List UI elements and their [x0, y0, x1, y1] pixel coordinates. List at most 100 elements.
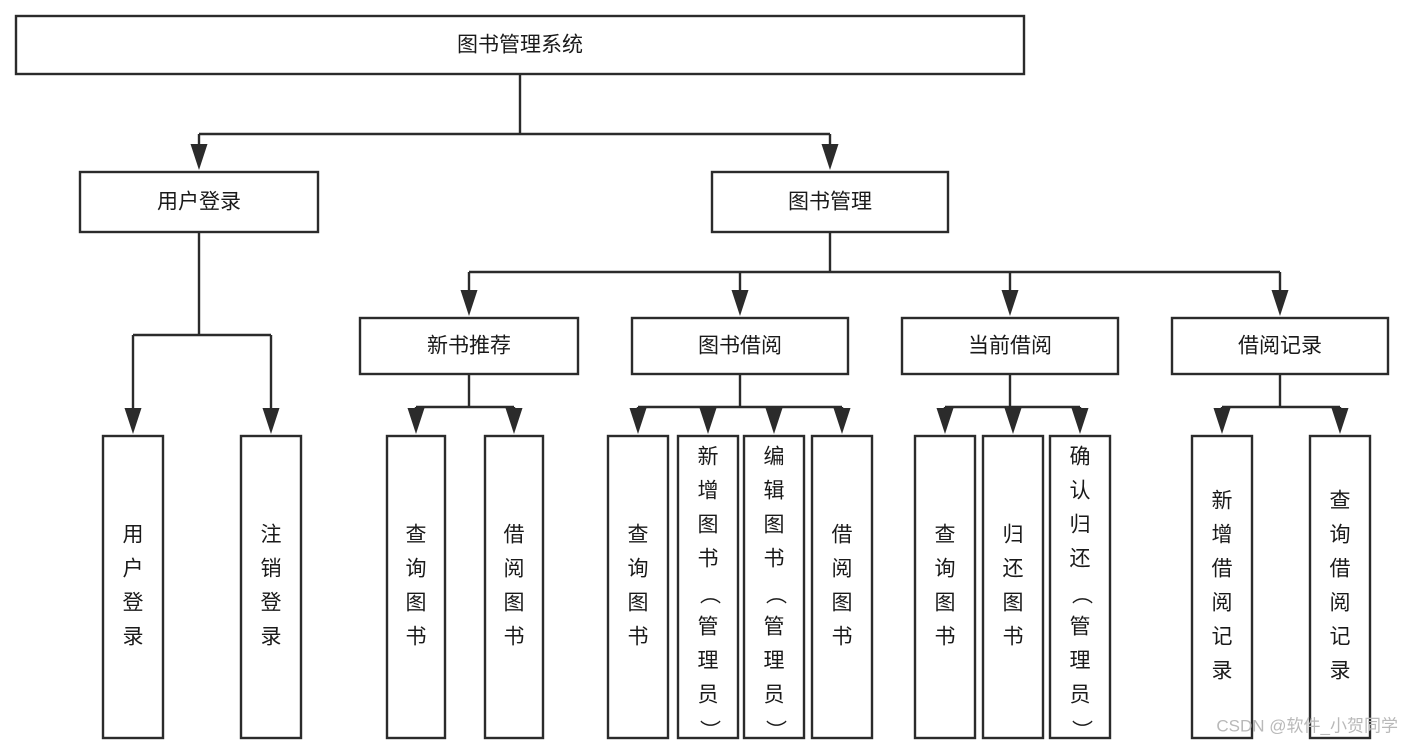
node-label-char: 图	[698, 514, 719, 537]
node-label-char: 理	[698, 650, 719, 673]
node-box[interactable]	[14, 14, 1026, 76]
node-newbook[interactable]: 新书推荐	[358, 316, 580, 376]
connector-group-records	[1213, 374, 1349, 434]
node-box[interactable]	[630, 316, 850, 376]
node-label-char: （	[763, 584, 786, 605]
node-box[interactable]	[913, 434, 977, 740]
node-label-char: 录	[261, 626, 282, 649]
node-label-char: 图	[764, 514, 785, 537]
node-login[interactable]: 用户登录	[78, 170, 320, 234]
node-label: 用户登录	[157, 191, 241, 214]
node-label-char: 借	[1330, 558, 1351, 581]
node-current[interactable]: 当前借阅	[900, 316, 1120, 376]
node-label-char: 用	[123, 524, 144, 547]
node-label-char: 增	[1212, 524, 1233, 547]
node-label-char: 注	[261, 524, 282, 547]
node-box[interactable]	[101, 434, 165, 740]
node-box[interactable]	[239, 434, 303, 740]
node-label-char: 确	[1070, 446, 1091, 469]
node-label-char: 借	[1212, 558, 1233, 581]
node-label-char: 书	[832, 626, 853, 649]
arrow-head-icon	[460, 290, 478, 316]
node-label-char: 登	[261, 592, 282, 615]
node-label: 图书管理	[788, 191, 872, 214]
node-box[interactable]	[78, 170, 320, 234]
node-box[interactable]	[606, 434, 670, 740]
node-box[interactable]	[981, 434, 1045, 740]
node-label-char: 图	[935, 592, 956, 615]
node-box[interactable]	[1170, 316, 1390, 376]
node-borrow[interactable]: 图书借阅	[630, 316, 850, 376]
node-box[interactable]	[742, 434, 806, 740]
node-label-char: 图	[406, 592, 427, 615]
node-label-char: 理	[1070, 650, 1091, 673]
node-label-char: 归	[1003, 524, 1024, 547]
node-label-char: ）	[763, 720, 786, 741]
watermark-layer: CSDN @软件_小贺同学	[1216, 716, 1398, 735]
node-label-char: 查	[1330, 490, 1351, 513]
node-box[interactable]	[1048, 434, 1112, 740]
node-box[interactable]	[710, 170, 950, 234]
node-label-char: 销	[261, 558, 282, 581]
node-box[interactable]	[1308, 434, 1372, 740]
node-box[interactable]	[900, 316, 1120, 376]
node-box[interactable]	[358, 316, 580, 376]
node-label-char: 书	[935, 626, 956, 649]
node-label-char: 书	[406, 626, 427, 649]
node-label-char: 户	[123, 558, 144, 581]
connector-layer	[124, 74, 1349, 434]
node-label-char: （	[1069, 584, 1092, 605]
node-label-char: 查	[935, 524, 956, 547]
arrow-head-icon	[407, 408, 425, 434]
node-box[interactable]	[483, 434, 545, 740]
node-label-char: 理	[764, 650, 785, 673]
node-label-char: 管	[698, 616, 719, 639]
arrow-head-icon	[1004, 408, 1022, 434]
node-root[interactable]: 图书管理系统	[14, 14, 1026, 76]
node-label-char: 询	[406, 558, 427, 581]
arrow-head-icon	[124, 408, 142, 434]
arrow-head-icon	[1071, 408, 1089, 434]
node-label-char: 还	[1003, 558, 1024, 581]
node-label: 新书推荐	[427, 335, 511, 358]
node-label-char: 书	[504, 626, 525, 649]
arrow-head-icon	[1271, 290, 1289, 316]
node-label-char: 查	[628, 524, 649, 547]
arrow-head-icon	[765, 408, 783, 434]
node-box[interactable]	[385, 434, 447, 740]
node-bookmgmt[interactable]: 图书管理	[710, 170, 950, 234]
connector-group-root	[190, 74, 839, 170]
arrow-head-icon	[1001, 290, 1019, 316]
arrow-head-icon	[1213, 408, 1231, 434]
node-l-login[interactable]: 用户登录	[101, 434, 165, 740]
node-label-char: 员	[1070, 684, 1091, 707]
node-label-char: 归	[1070, 514, 1091, 537]
arrow-head-icon	[190, 144, 208, 170]
node-box[interactable]	[1190, 434, 1254, 740]
node-label-char: ）	[1069, 720, 1092, 741]
node-label-char: 询	[1330, 524, 1351, 547]
node-label-char: 增	[698, 480, 719, 503]
connector-group-borrow	[629, 374, 851, 434]
node-label-char: 员	[698, 684, 719, 707]
node-label-char: 认	[1070, 480, 1091, 503]
node-label-char: 阅	[1330, 592, 1351, 615]
node-box[interactable]	[676, 434, 740, 740]
node-records[interactable]: 借阅记录	[1170, 316, 1390, 376]
connector-group-login	[124, 232, 280, 434]
csdn-watermark: CSDN @软件_小贺同学	[1216, 716, 1398, 735]
node-box[interactable]	[810, 434, 874, 740]
